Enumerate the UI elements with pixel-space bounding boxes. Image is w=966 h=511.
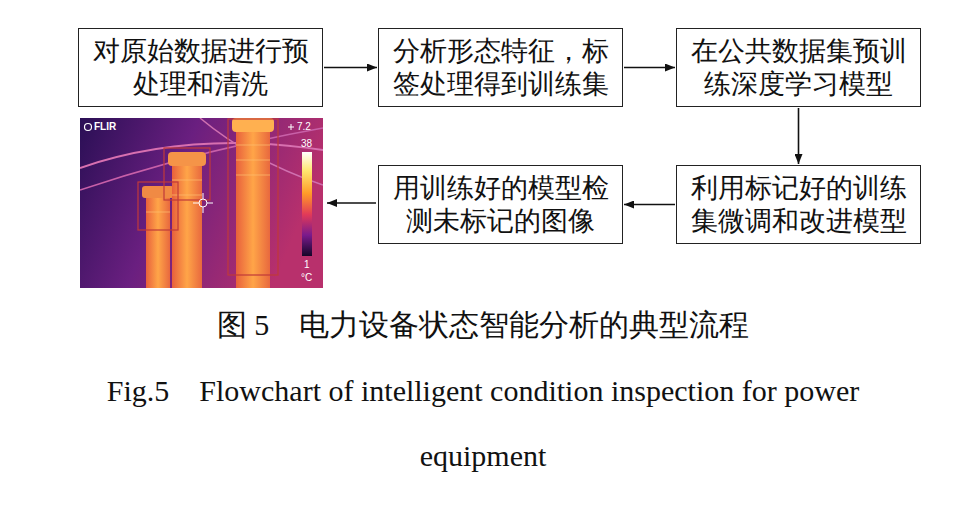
thermal-background bbox=[80, 118, 323, 288]
process-box: 利用标记好的训练集微调和改进模型 bbox=[676, 165, 921, 244]
insulator bbox=[236, 128, 270, 288]
flow-arrow bbox=[324, 67, 377, 69]
crosshair bbox=[193, 193, 213, 213]
process-box: 用训练好的模型检测未标记的图像 bbox=[378, 165, 623, 244]
spot-line bbox=[291, 124, 292, 130]
cable bbox=[80, 143, 323, 168]
insulator bbox=[172, 162, 202, 288]
image-readout: 7.2 bbox=[297, 122, 311, 132]
image-readout: 38 bbox=[301, 139, 312, 149]
rib bbox=[236, 145, 270, 146]
result-arrow bbox=[327, 202, 376, 204]
english-caption: Fig.5 Flowchart of intelligent condition… bbox=[73, 358, 893, 488]
insulator bbox=[146, 196, 170, 288]
insulator-ribs bbox=[146, 145, 270, 212]
insulator-cap bbox=[168, 152, 206, 166]
crosshair-line bbox=[203, 207, 204, 213]
crosshair-line bbox=[207, 203, 213, 204]
box-label: 分析形态特征，标签处理得到训练集 bbox=[387, 35, 614, 100]
process-box: 分析形态特征，标签处理得到训练集 bbox=[378, 28, 623, 107]
crosshair-ring bbox=[199, 199, 207, 207]
flir-logo bbox=[85, 124, 92, 131]
flow-arrow bbox=[798, 108, 800, 164]
process-box: 对原始数据进行预处理和清洗 bbox=[78, 28, 323, 107]
box-label: 利用标记好的训练集微调和改进模型 bbox=[685, 172, 912, 237]
detection-box bbox=[138, 182, 178, 230]
rib bbox=[236, 160, 270, 161]
box-label: 对原始数据进行预处理和清洗 bbox=[87, 35, 314, 100]
spot-symbol bbox=[288, 124, 294, 130]
rib bbox=[146, 212, 170, 213]
flow-arrow bbox=[624, 67, 675, 69]
rib bbox=[236, 175, 270, 176]
insulator-cap bbox=[142, 186, 174, 198]
detection-box bbox=[164, 148, 210, 200]
rib bbox=[172, 180, 202, 181]
figure-caption: 图 5 电力设备状态智能分析的典型流程 bbox=[0, 303, 966, 347]
image-readout: °C bbox=[301, 273, 312, 283]
process-box: 在公共数据集预训练深度学习模型 bbox=[676, 28, 921, 107]
flow-arrow bbox=[624, 204, 675, 206]
crosshair-line bbox=[203, 193, 204, 199]
box-label: 在公共数据集预训练深度学习模型 bbox=[685, 35, 912, 100]
color-bar bbox=[302, 152, 312, 256]
image-readout: 1 bbox=[304, 260, 310, 270]
detection-box bbox=[228, 119, 278, 275]
crosshair-line bbox=[193, 203, 199, 204]
image-readout: FLIR bbox=[94, 122, 116, 132]
box-label: 用训练好的模型检测未标记的图像 bbox=[387, 172, 614, 237]
rib bbox=[172, 195, 202, 196]
thermal-image bbox=[80, 118, 323, 288]
insulator-cap bbox=[232, 118, 274, 132]
